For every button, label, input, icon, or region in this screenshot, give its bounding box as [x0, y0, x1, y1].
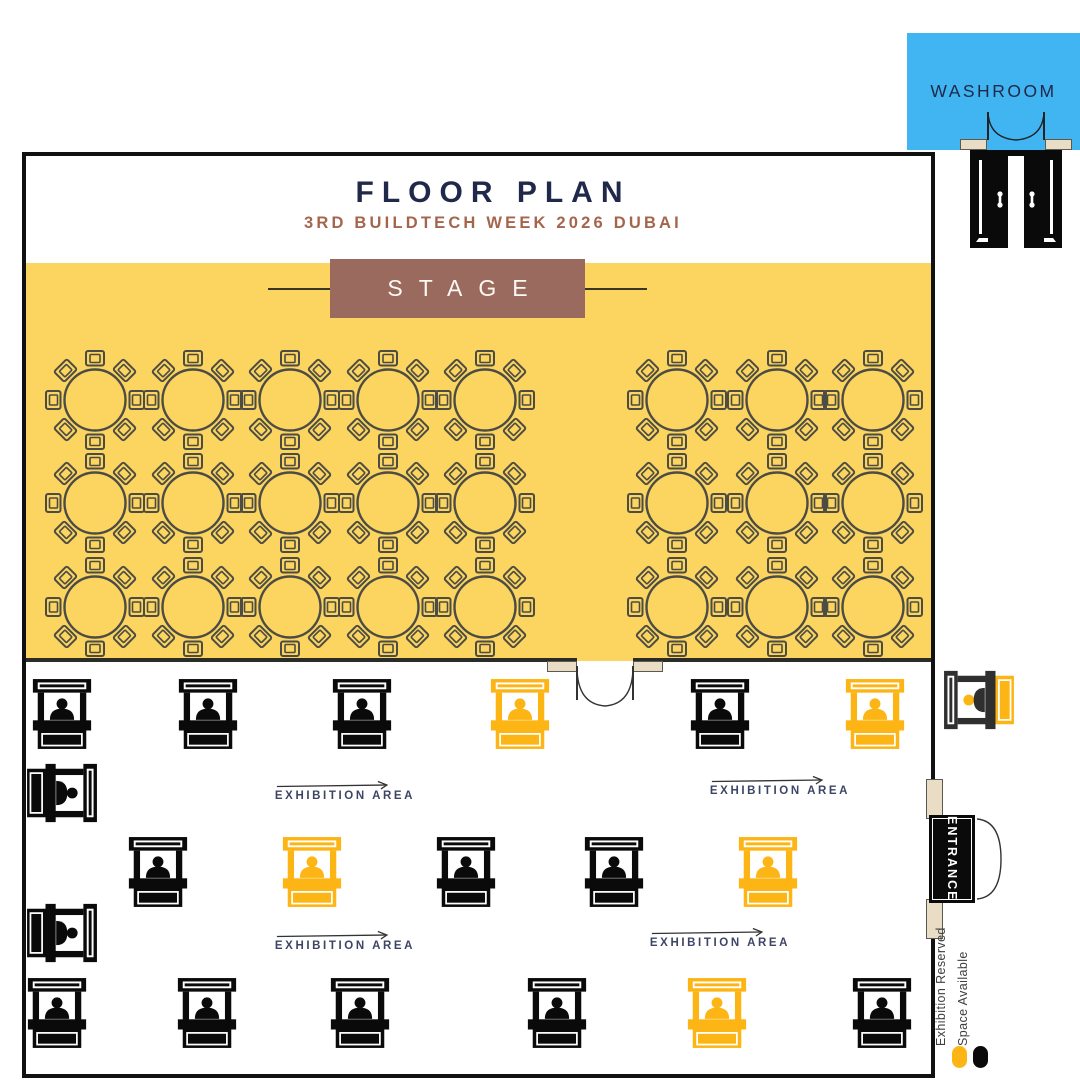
exhibition-booth-available [687, 677, 753, 751]
arrow-right-icon [276, 780, 389, 790]
banquet-table [433, 451, 537, 555]
washroom-door-sill-left [960, 139, 987, 150]
exhibition-booth-reserved [735, 835, 801, 909]
exhibition-booth-reserved [487, 677, 553, 751]
exhibition-booth-available [524, 976, 590, 1050]
wall-left [22, 152, 26, 1078]
stage: STAGE [330, 259, 585, 318]
exhibition-booth-available [24, 976, 90, 1050]
banquet-table [336, 451, 440, 555]
banquet-table [625, 555, 729, 659]
wall-bottom [22, 1074, 935, 1078]
exhibition-area-label: EXHIBITION AREA [710, 775, 850, 797]
stage-label: STAGE [387, 275, 544, 301]
exhibition-booth-available [125, 835, 191, 909]
hall-door-arcs [576, 667, 634, 707]
hall-door-leaves [576, 666, 634, 700]
washroom-door-sill-right [1045, 139, 1072, 150]
exhibition-booth-reserved [279, 835, 345, 909]
legend-reserved-label: Exhibition Reserved [934, 927, 948, 1046]
banquet-table [336, 348, 440, 452]
legend-available-label: Space Available [956, 951, 970, 1046]
banquet-table [725, 451, 829, 555]
exhibition-booth-available [174, 976, 240, 1050]
banquet-table [725, 555, 829, 659]
banquet-table [625, 348, 729, 452]
banquet-table [725, 348, 829, 452]
entrance-jamb-top [926, 779, 943, 819]
washroom-door-icon [970, 150, 1062, 248]
banquet-table [821, 451, 925, 555]
banquet-table [238, 451, 342, 555]
washroom-label: WASHROOM [930, 81, 1057, 101]
wall-right-upper [931, 152, 935, 781]
exhibition-booth-reserved [842, 677, 908, 751]
arrow-right-icon [276, 930, 389, 940]
banquet-table [821, 348, 925, 452]
exhibition-booth-available [175, 677, 241, 751]
exhibition-booth-available [433, 835, 499, 909]
exhibition-area-text: EXHIBITION AREA [709, 785, 851, 797]
stage-line-left [268, 288, 330, 290]
hall-door-sill-right [633, 661, 663, 672]
exhibition-area-text: EXHIBITION AREA [274, 790, 416, 802]
exhibition-area-text: EXHIBITION AREA [274, 940, 416, 952]
banquet-table [336, 555, 440, 659]
banquet-table [141, 348, 245, 452]
banquet-table [625, 451, 729, 555]
arrow-right-icon [711, 775, 824, 785]
exhibition-booth-available [329, 677, 395, 751]
legend-reserved-swatch [952, 1046, 967, 1068]
hall-bottom-wall-right [633, 658, 931, 662]
exhibition-booth-available [25, 900, 99, 966]
banquet-table [43, 348, 147, 452]
entrance-label: ENTRANCE [945, 816, 959, 902]
entrance-sign-frame: ENTRANCE [932, 816, 972, 902]
banquet-table [43, 451, 147, 555]
banquet-table [433, 348, 537, 452]
banquet-table [141, 451, 245, 555]
exhibition-booth-reserved [942, 667, 1016, 733]
exhibition-area-text: EXHIBITION AREA [649, 937, 791, 949]
exhibition-booth-available [581, 835, 647, 909]
legend-available-swatch [973, 1046, 988, 1068]
exhibition-booth-available [25, 760, 99, 826]
wall-right-lower [931, 939, 935, 1078]
hall-door-sill-left [547, 661, 577, 672]
exhibition-booth-reserved [684, 976, 750, 1050]
banquet-table [238, 555, 342, 659]
banquet-table [43, 555, 147, 659]
washroom-area: WASHROOM [907, 33, 1080, 150]
exhibition-booth-available [849, 976, 915, 1050]
exhibition-area-label: EXHIBITION AREA [275, 930, 415, 952]
page-title: FLOOR PLAN [355, 176, 631, 209]
exhibition-booth-available [327, 976, 393, 1050]
wall-top [22, 152, 935, 156]
exhibition-booth-available [29, 677, 95, 751]
exhibition-area-label: EXHIBITION AREA [650, 927, 790, 949]
entrance-sign: ENTRANCE [929, 815, 975, 903]
banquet-table [433, 555, 537, 659]
exhibition-area-label: EXHIBITION AREA [275, 780, 415, 802]
entrance-door-arcs [976, 818, 1002, 900]
banquet-table [141, 555, 245, 659]
arrow-right-icon [651, 927, 764, 937]
page-subtitle: 3RD BUILDTECH WEEK 2026 DUBAI [304, 214, 682, 232]
hall-bottom-wall-left [26, 658, 577, 662]
stage-line-right [585, 288, 647, 290]
banquet-table [821, 555, 925, 659]
banquet-table [238, 348, 342, 452]
